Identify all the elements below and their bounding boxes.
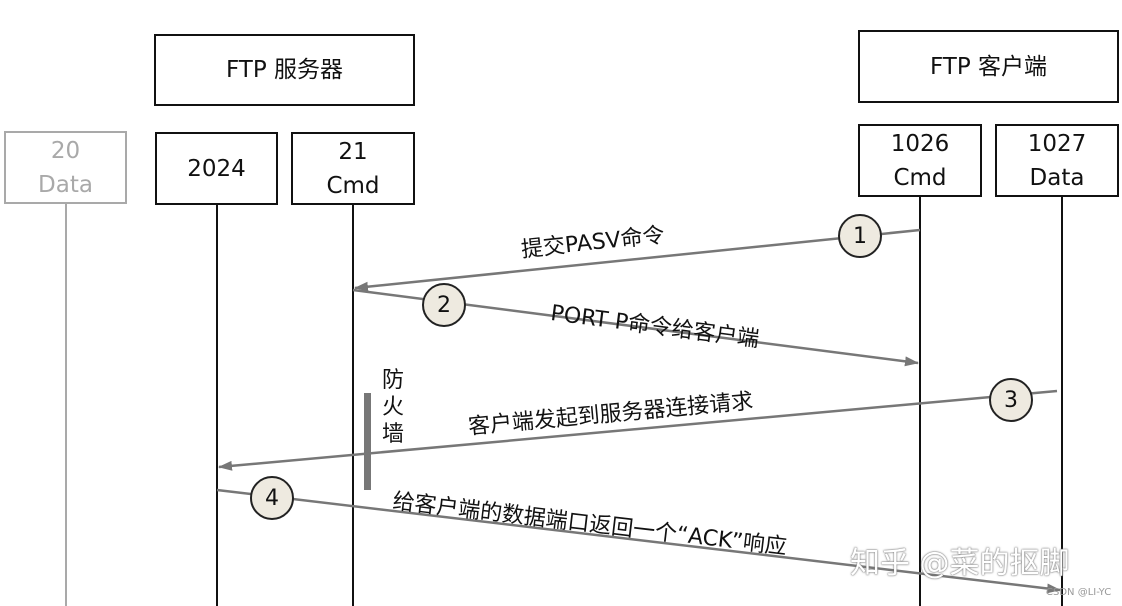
- server-header-label: FTP 服务器: [225, 57, 344, 83]
- step-circle-4: 4: [250, 476, 294, 520]
- step-circle-1: 1: [838, 214, 882, 258]
- port-1027-data-box: 1027 Data: [995, 124, 1119, 197]
- arrow-step-4: [216, 488, 1061, 594]
- firewall-label: 防 火 墙: [378, 367, 408, 448]
- port-1027-data-label: 1027 Data: [1027, 130, 1087, 191]
- port-21-cmd-box: 21 Cmd: [291, 132, 415, 205]
- arrow-step-3: [218, 389, 1058, 471]
- watermark-zhihu: 知乎 @菜的抠脚: [850, 546, 1070, 581]
- port-1026-cmd-label: 1026 Cmd: [890, 130, 950, 191]
- arrow-step-1: [354, 228, 921, 292]
- step-number-4: 4: [265, 485, 279, 511]
- step-number-1: 1: [853, 223, 867, 249]
- firewall-text: 防 火 墙: [381, 368, 404, 447]
- client-header-box: FTP 客户端: [858, 30, 1119, 103]
- firewall-bar: [364, 393, 371, 490]
- step-circle-2: 2: [422, 283, 466, 327]
- port-20-data-box: 20 Data: [4, 131, 127, 204]
- step-circle-3: 3: [989, 378, 1033, 422]
- client-header-label: FTP 客户端: [929, 53, 1048, 80]
- server-header-box: FTP 服务器: [154, 34, 415, 106]
- port-2024-label: 2024: [187, 155, 246, 182]
- port-1026-cmd-box: 1026 Cmd: [858, 124, 982, 197]
- port-20-data-label: 20 Data: [38, 137, 93, 198]
- step-number-2: 2: [437, 292, 451, 318]
- watermark-csdn: CSDN @LI-YC: [1046, 587, 1112, 598]
- port-21-cmd-label: 21 Cmd: [326, 138, 380, 199]
- step-number-3: 3: [1004, 387, 1018, 413]
- port-2024-box: 2024: [155, 132, 278, 205]
